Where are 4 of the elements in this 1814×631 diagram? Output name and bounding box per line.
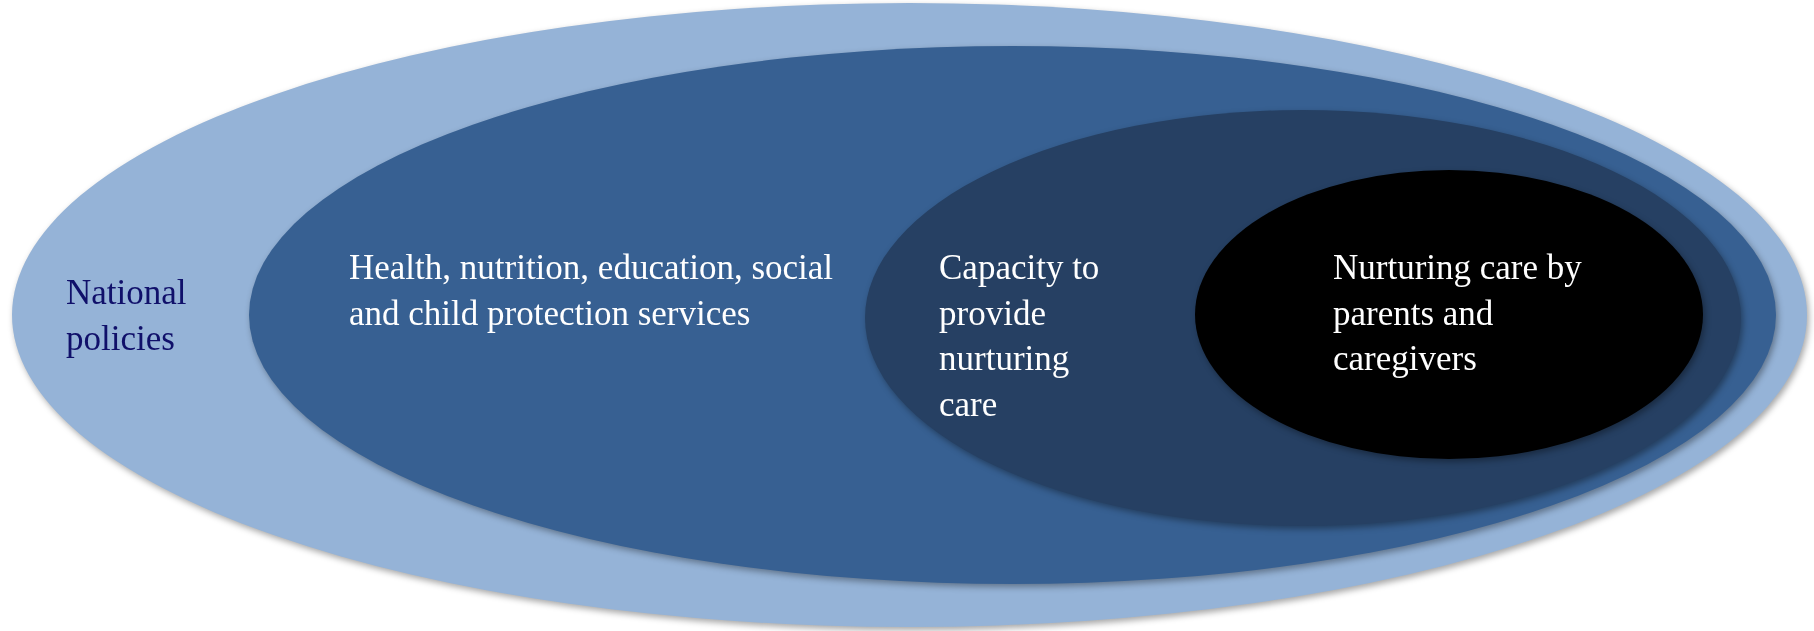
region-label: Nurturing care by parents and caregivers [1333,247,1583,380]
region-label: National policies [66,272,188,360]
region-label: Capacity to provide nurturing care [939,247,1101,426]
region-label: Health, nutrition, education, social and child protection services [349,247,835,335]
